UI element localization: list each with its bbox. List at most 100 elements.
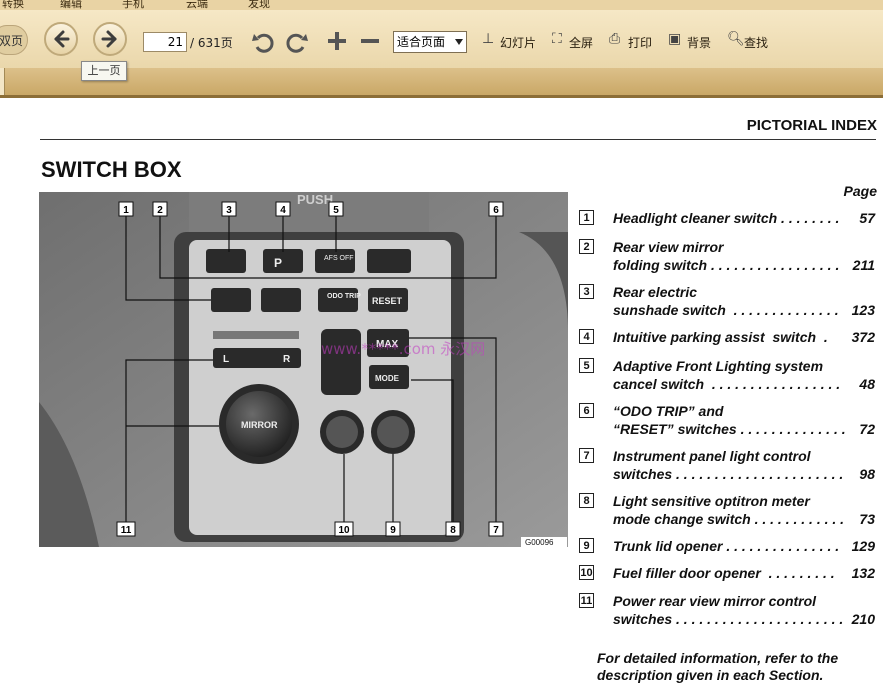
index-number: 10: [579, 565, 594, 580]
index-label: Rear electric: [613, 284, 698, 300]
odo-trip-label: ODO TRIP: [327, 293, 361, 300]
callout-10: 10: [338, 525, 350, 536]
callout-3: 3: [226, 205, 232, 216]
menu-item-convert[interactable]: 转换: [2, 0, 24, 10]
menu-item-edit[interactable]: 编辑: [60, 0, 82, 10]
callout-4: 4: [280, 205, 286, 216]
callout-7: 7: [493, 525, 499, 536]
slideshow-icon: ⊥: [482, 31, 495, 47]
rotate-right-icon[interactable]: [285, 30, 309, 54]
watermark: www.*****.com 永汉网: [321, 340, 485, 358]
afs-off-label: AFS OFF: [324, 255, 354, 262]
index-page: 123: [851, 302, 875, 318]
index-page: 57: [859, 210, 875, 226]
index-label: Instrument panel light control: [613, 448, 811, 464]
index-label: Light sensitive optitron meter: [613, 493, 810, 509]
index-number: 1: [579, 210, 594, 225]
section-title: SWITCH BOX: [41, 157, 182, 182]
callout-11: 11: [121, 525, 132, 536]
index-label: cancel switch . . . . . . . . . . . . . …: [613, 376, 841, 392]
index-label: Intuitive parking assist switch .: [613, 329, 828, 345]
slideshow-button[interactable]: 幻灯片: [500, 36, 537, 50]
index-label: Adaptive Front Lighting system: [613, 358, 824, 374]
menu-item-discover[interactable]: 发现: [248, 0, 270, 10]
chevron-down-icon: [455, 39, 463, 45]
callout-9: 9: [390, 525, 396, 536]
prev-page-button[interactable]: [44, 22, 78, 56]
index-number: 7: [579, 448, 594, 463]
forward-arrow-icon: [101, 30, 117, 48]
callout-5: 5: [333, 205, 339, 216]
background-button[interactable]: 背景: [687, 36, 712, 50]
page-total: / 631页: [190, 36, 233, 50]
index-label: mode change switch . . . . . . . . . . .…: [613, 511, 845, 527]
max-label: MAX: [376, 339, 399, 350]
index-number: 8: [579, 493, 594, 508]
page-number-input[interactable]: 21: [143, 32, 187, 52]
fullscreen-icon: ⛶: [552, 31, 562, 47]
callout-6: 6: [493, 205, 499, 216]
callout-8: 8: [450, 525, 456, 536]
two-page-button[interactable]: 双页: [0, 25, 28, 55]
page-header: PICTORIAL INDEX: [746, 117, 877, 134]
index-page: 132: [851, 565, 875, 581]
search-icon: 🔍︎: [727, 31, 745, 47]
index-page: 211: [852, 257, 875, 273]
mirror-right-label: R: [283, 354, 291, 365]
index-page: 73: [859, 511, 875, 527]
mode-label: MODE: [375, 374, 400, 383]
menu-bar: 转换 编辑 手机 云端 发现: [0, 0, 883, 10]
index-number: 5: [579, 358, 594, 373]
figure-code: G00096: [525, 538, 554, 547]
background-icon: ▣: [668, 31, 682, 47]
index-page: 372: [851, 329, 875, 345]
switch-box-figure: PUSH P AFS OFF ODO TRIP RESET L R MAX MO…: [39, 192, 568, 547]
index-number: 11: [579, 593, 594, 608]
mirror-knob-label: MIRROR: [241, 420, 278, 430]
index-number: 2: [579, 239, 594, 254]
document-tab[interactable]: [0, 68, 5, 95]
index-label: sunshade switch . . . . . . . . . . . . …: [613, 302, 839, 318]
zoom-select[interactable]: 适合页面: [393, 31, 467, 53]
index-label: Headlight cleaner switch . . . . . . . .: [613, 210, 840, 226]
index-label: Rear view mirror: [613, 239, 724, 255]
find-button[interactable]: 查找: [744, 36, 769, 50]
reset-label: RESET: [372, 296, 403, 306]
index-label: folding switch . . . . . . . . . . . . .…: [613, 257, 840, 273]
parking-assist-label: P: [274, 256, 282, 270]
print-icon: ⎙: [609, 31, 621, 47]
zoom-select-value: 适合页面: [397, 35, 446, 49]
index-label: Trunk lid opener . . . . . . . . . . . .…: [613, 538, 840, 554]
menu-item-mobile[interactable]: 手机: [122, 0, 144, 10]
callout-2: 2: [157, 205, 163, 216]
mirror-left-label: L: [223, 354, 229, 365]
zoom-out-icon[interactable]: [359, 30, 381, 52]
reference-note: For detailed information, refer to the d…: [597, 650, 839, 683]
index-page: 98: [859, 466, 875, 482]
menu-item-cloud[interactable]: 云端: [186, 0, 208, 10]
print-button[interactable]: 打印: [628, 36, 653, 50]
index-number: 4: [579, 329, 594, 344]
index-label: “RESET” switches . . . . . . . . . . . .…: [613, 421, 846, 437]
index-page: 72: [859, 421, 875, 437]
tab-divider: [0, 95, 883, 98]
index-number: 9: [579, 538, 594, 553]
index-label: “ODO TRIP” and: [613, 403, 724, 419]
push-label: PUSH: [297, 192, 333, 207]
rotate-left-icon[interactable]: [251, 30, 275, 54]
index-label: Fuel filler door opener . . . . . . . . …: [613, 565, 835, 581]
index-page: 48: [859, 376, 875, 392]
back-arrow-icon: [54, 30, 70, 48]
index-page: 210: [851, 611, 875, 627]
header-divider: [40, 139, 876, 140]
next-page-button[interactable]: [93, 22, 127, 56]
index-label: switches . . . . . . . . . . . . . . . .…: [613, 611, 844, 627]
zoom-in-icon[interactable]: [326, 30, 348, 52]
page-column-label: Page: [843, 183, 877, 199]
fullscreen-button[interactable]: 全屏: [569, 36, 594, 50]
tooltip: 上一页: [81, 61, 127, 81]
index-label: switches . . . . . . . . . . . . . . . .…: [613, 466, 844, 482]
callout-1: 1: [123, 205, 129, 216]
toolbar: 双页 21 / 631页 适合页面 ⊥ 幻灯片 ⛶ 全屏 ⎙ 打印 ▣ 背景 🔍…: [0, 10, 883, 68]
index-label: Power rear view mirror control: [613, 593, 817, 609]
